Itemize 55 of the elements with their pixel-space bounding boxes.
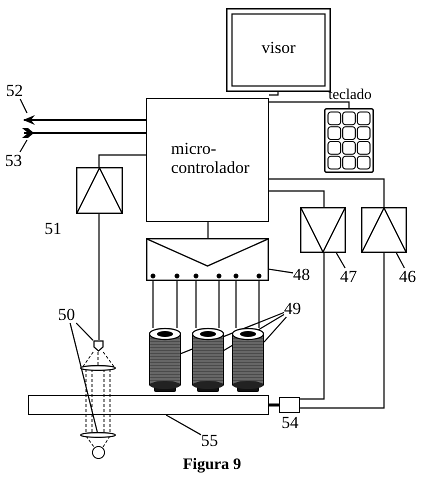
callout-number: 49 xyxy=(284,300,301,317)
leader-line xyxy=(70,322,98,432)
amplifier-symbol xyxy=(300,207,346,253)
wire xyxy=(269,178,385,207)
wire xyxy=(152,281,154,328)
screen-label: visor xyxy=(260,38,296,57)
node-label: micro- controlador xyxy=(171,139,250,177)
leader-line xyxy=(336,252,346,268)
leader-line xyxy=(268,268,294,274)
figure-caption: Figura 9 xyxy=(182,456,242,473)
rail-bar xyxy=(28,395,269,415)
wire xyxy=(300,253,385,409)
wire xyxy=(98,154,146,167)
keypad-label: teclado xyxy=(328,88,372,103)
callout-number: 50 xyxy=(58,306,75,323)
wire xyxy=(300,253,325,400)
microcontroller-box xyxy=(146,98,269,222)
converter-block xyxy=(146,238,269,281)
lens xyxy=(80,432,116,438)
callout-number: 53 xyxy=(5,152,22,169)
leader-line xyxy=(396,252,405,268)
callout-number: 52 xyxy=(6,82,23,99)
wire xyxy=(176,281,178,328)
leader-line xyxy=(76,322,94,341)
callout-number: 51 xyxy=(44,220,62,237)
amplifier-symbol xyxy=(76,167,123,214)
wire xyxy=(269,101,350,108)
connector-box xyxy=(279,397,300,413)
keypad-drawing xyxy=(324,108,374,173)
lens xyxy=(80,365,116,371)
callout-number: 54 xyxy=(282,414,298,431)
coil-drawing xyxy=(192,328,224,392)
callout-number: 55 xyxy=(201,432,218,449)
callout-number: 48 xyxy=(293,266,310,283)
light-emitter xyxy=(93,340,104,352)
leader-line xyxy=(19,140,28,152)
detector-circle xyxy=(92,446,105,459)
wire xyxy=(258,281,260,328)
wire xyxy=(235,281,237,328)
coil-drawing xyxy=(232,328,264,392)
wire xyxy=(218,281,220,328)
coil-drawing xyxy=(149,328,181,392)
leader-line xyxy=(166,414,202,436)
wire xyxy=(98,214,100,340)
wire xyxy=(195,281,197,328)
wire xyxy=(207,222,209,238)
wire xyxy=(269,190,325,207)
leader-line xyxy=(20,98,28,114)
amplifier-symbol xyxy=(361,207,407,253)
callout-number: 46 xyxy=(399,268,416,285)
leader-line xyxy=(264,316,287,342)
wire xyxy=(269,92,279,96)
signal-arrow xyxy=(23,115,146,125)
wire xyxy=(269,404,279,406)
callout-number: 47 xyxy=(340,268,357,285)
